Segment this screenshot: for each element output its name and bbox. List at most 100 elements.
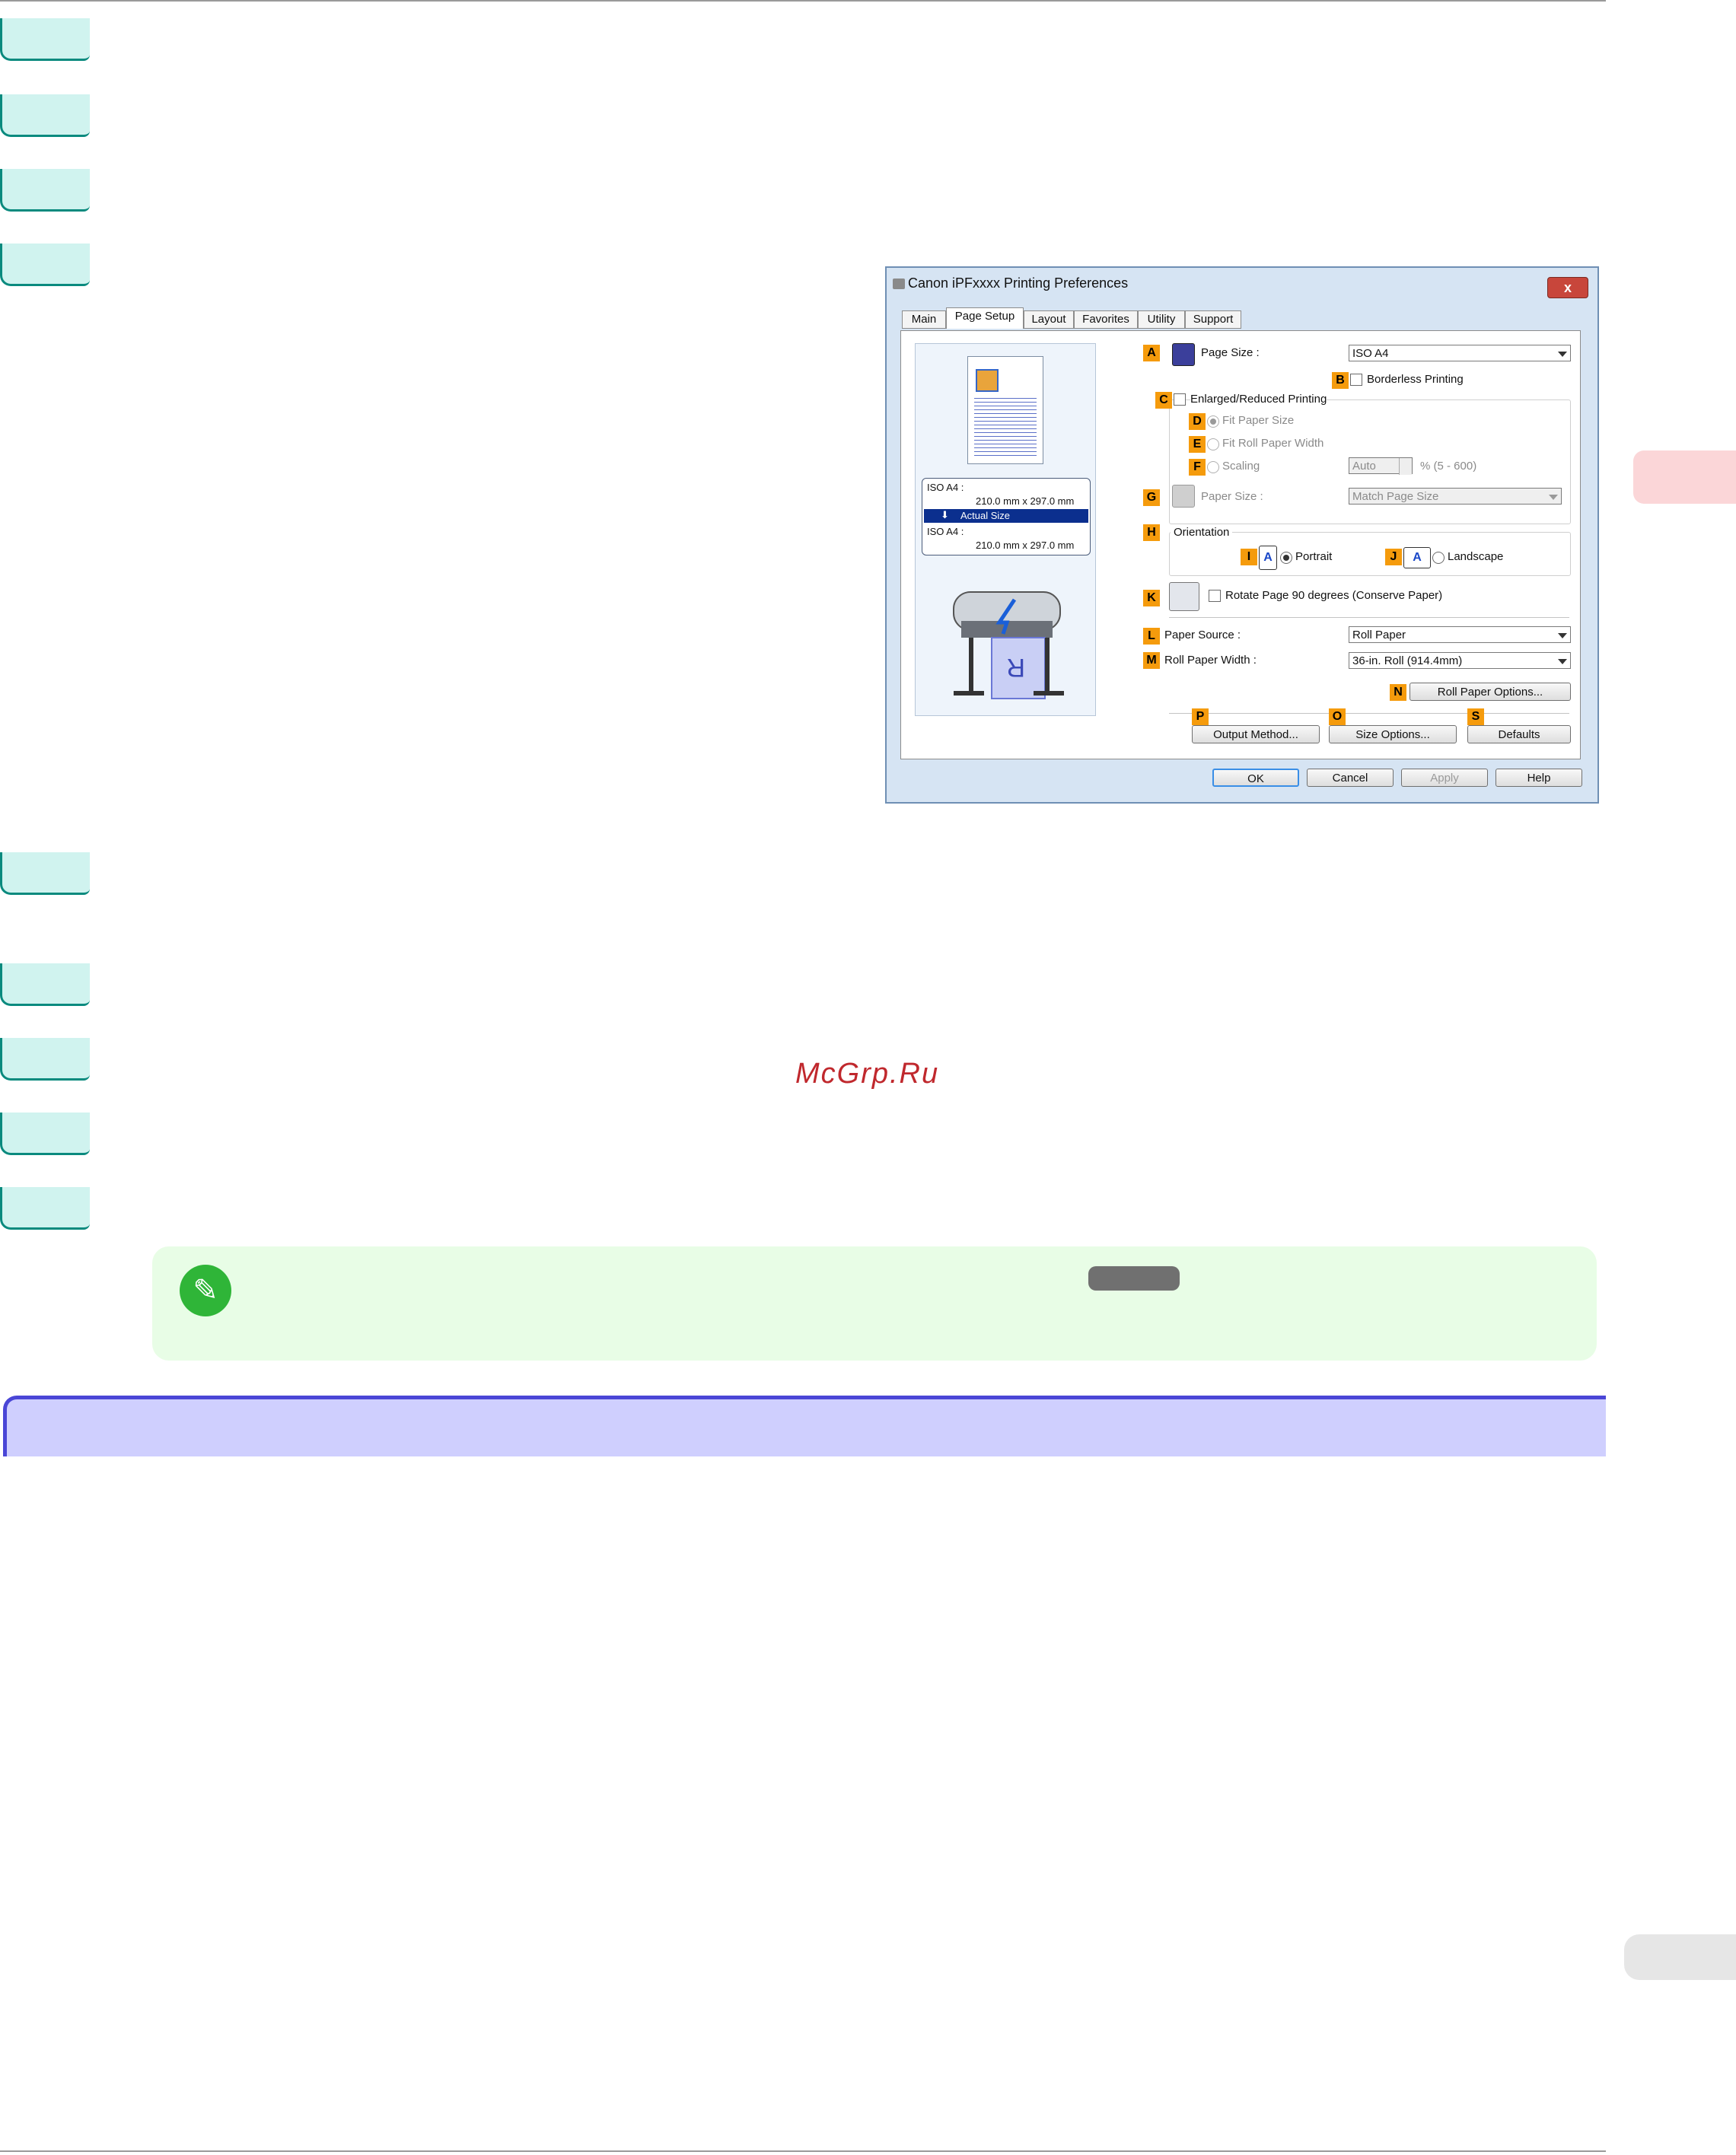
label-i: I bbox=[1241, 549, 1257, 565]
portrait-radio[interactable] bbox=[1280, 552, 1292, 564]
down-arrow-icon: ⬇ bbox=[941, 509, 949, 520]
printer-icon bbox=[893, 279, 905, 289]
enlarged-group bbox=[1169, 399, 1571, 524]
orientation-label: Orientation bbox=[1171, 526, 1233, 539]
label-b: B bbox=[1332, 372, 1349, 389]
label-p: P bbox=[1192, 708, 1209, 725]
scaling-input[interactable]: Auto bbox=[1349, 457, 1413, 475]
label-j: J bbox=[1385, 549, 1402, 565]
borderless-label: Borderless Printing bbox=[1367, 373, 1464, 386]
image-thumbnail-icon bbox=[976, 369, 999, 392]
portrait-label: Portrait bbox=[1295, 550, 1333, 563]
scaling-radio[interactable] bbox=[1207, 461, 1219, 473]
paper-size-select[interactable]: Match Page Size bbox=[1349, 488, 1562, 505]
cancel-button[interactable]: Cancel bbox=[1307, 769, 1394, 787]
paper-size-icon bbox=[1172, 485, 1195, 508]
preview-pane: ISO A4 : 210.0 mm x 297.0 mm ⬇ Actual Si… bbox=[915, 343, 1096, 716]
ok-button[interactable]: OK bbox=[1212, 769, 1299, 787]
rotate-label: Rotate Page 90 degrees (Conserve Paper) bbox=[1225, 589, 1443, 602]
label-k: K bbox=[1143, 590, 1160, 606]
roll-width-label: Roll Paper Width : bbox=[1164, 654, 1257, 667]
page-size-icon bbox=[1172, 343, 1195, 366]
chapter-side-tab[interactable] bbox=[1633, 450, 1736, 504]
fit-roll-label: Fit Roll Paper Width bbox=[1222, 437, 1324, 450]
watermark: McGrp.Ru bbox=[795, 1058, 940, 1090]
roll-width-select[interactable]: 36-in. Roll (914.4mm) bbox=[1349, 652, 1571, 669]
page-number-pill bbox=[1624, 1934, 1736, 1980]
original-size-label: ISO A4 : bbox=[927, 482, 964, 493]
output-method-button[interactable]: Output Method... bbox=[1192, 725, 1320, 743]
label-l: L bbox=[1143, 628, 1160, 645]
step-marker-9 bbox=[0, 1187, 90, 1230]
step-marker-2 bbox=[0, 94, 90, 137]
landscape-radio[interactable] bbox=[1432, 552, 1445, 564]
page-size-label: Page Size : bbox=[1201, 346, 1260, 359]
scaling-spinner[interactable] bbox=[1399, 458, 1412, 475]
step-marker-6 bbox=[0, 963, 90, 1006]
tab-main[interactable]: Main bbox=[902, 310, 946, 329]
page-preview bbox=[967, 356, 1043, 464]
label-d: D bbox=[1189, 413, 1206, 430]
tab-favorites[interactable]: Favorites bbox=[1074, 310, 1138, 329]
landscape-icon: A bbox=[1403, 547, 1431, 568]
label-m: M bbox=[1143, 652, 1160, 669]
tab-layout[interactable]: Layout bbox=[1024, 310, 1074, 329]
bottom-rule bbox=[0, 2150, 1606, 2152]
help-button[interactable]: Help bbox=[1496, 769, 1582, 787]
page-setup-panel: ISO A4 : 210.0 mm x 297.0 mm ⬇ Actual Si… bbox=[900, 330, 1581, 759]
size-options-button[interactable]: Size Options... bbox=[1329, 725, 1457, 743]
label-g: G bbox=[1143, 489, 1160, 506]
label-c: C bbox=[1155, 392, 1172, 409]
printer-illustration: R bbox=[953, 591, 1064, 699]
pencil-note-icon: ✎ bbox=[180, 1265, 231, 1316]
orientation-group bbox=[1169, 532, 1571, 576]
output-size-label: ISO A4 : bbox=[927, 526, 964, 537]
print-mode-highlight: ⬇ Actual Size bbox=[924, 509, 1088, 523]
printing-preferences-dialog: Canon iPFxxxx Printing Preferences x Mai… bbox=[885, 266, 1599, 804]
fit-paper-label: Fit Paper Size bbox=[1222, 414, 1295, 427]
label-n: N bbox=[1390, 684, 1406, 701]
close-button[interactable]: x bbox=[1547, 277, 1588, 298]
tab-utility[interactable]: Utility bbox=[1138, 310, 1185, 329]
reference-link[interactable] bbox=[1088, 1266, 1180, 1291]
label-s: S bbox=[1467, 708, 1484, 725]
enlarged-label: Enlarged/Reduced Printing bbox=[1190, 393, 1327, 406]
paper-size-label: Paper Size : bbox=[1201, 490, 1263, 503]
step-marker-3 bbox=[0, 169, 90, 212]
step-marker-4 bbox=[0, 244, 90, 286]
portrait-icon: A bbox=[1259, 546, 1277, 570]
defaults-button[interactable]: Defaults bbox=[1467, 725, 1571, 743]
separator-2 bbox=[1169, 713, 1569, 714]
label-h: H bbox=[1143, 524, 1160, 541]
step-marker-7 bbox=[0, 1038, 90, 1081]
output-size-value: 210.0 mm x 297.0 mm bbox=[976, 540, 1075, 551]
roll-paper-options-button[interactable]: Roll Paper Options... bbox=[1410, 683, 1571, 701]
rotate-checkbox[interactable] bbox=[1209, 590, 1221, 602]
top-rule bbox=[0, 0, 1606, 2]
tab-page-setup[interactable]: Page Setup bbox=[946, 307, 1024, 329]
scaling-label: Scaling bbox=[1222, 460, 1260, 473]
enlarged-checkbox[interactable] bbox=[1174, 393, 1186, 406]
note-box: ✎ bbox=[152, 1246, 1597, 1361]
borderless-checkbox[interactable] bbox=[1350, 374, 1362, 386]
fit-roll-radio[interactable] bbox=[1207, 438, 1219, 450]
fit-paper-radio[interactable] bbox=[1207, 415, 1219, 428]
step-marker-5 bbox=[0, 852, 90, 895]
label-a: A bbox=[1143, 345, 1160, 361]
print-mode-label: Actual Size bbox=[960, 510, 1011, 521]
scaling-range: % (5 - 600) bbox=[1420, 460, 1477, 473]
step-marker-8 bbox=[0, 1113, 90, 1155]
step-marker-1 bbox=[0, 18, 90, 61]
svg-text:R: R bbox=[1006, 653, 1025, 682]
tab-support[interactable]: Support bbox=[1185, 310, 1241, 329]
paper-source-label: Paper Source : bbox=[1164, 629, 1241, 641]
label-o: O bbox=[1329, 708, 1346, 725]
rotate-page-icon bbox=[1169, 582, 1199, 611]
apply-button[interactable]: Apply bbox=[1401, 769, 1488, 787]
paper-source-select[interactable]: Roll Paper bbox=[1349, 626, 1571, 643]
section-heading-bar bbox=[3, 1396, 1606, 1456]
original-size-value: 210.0 mm x 297.0 mm bbox=[976, 495, 1075, 507]
page-size-select[interactable]: ISO A4 bbox=[1349, 345, 1571, 361]
label-e: E bbox=[1189, 436, 1206, 453]
dialog-title: Canon iPFxxxx Printing Preferences bbox=[908, 275, 1129, 291]
